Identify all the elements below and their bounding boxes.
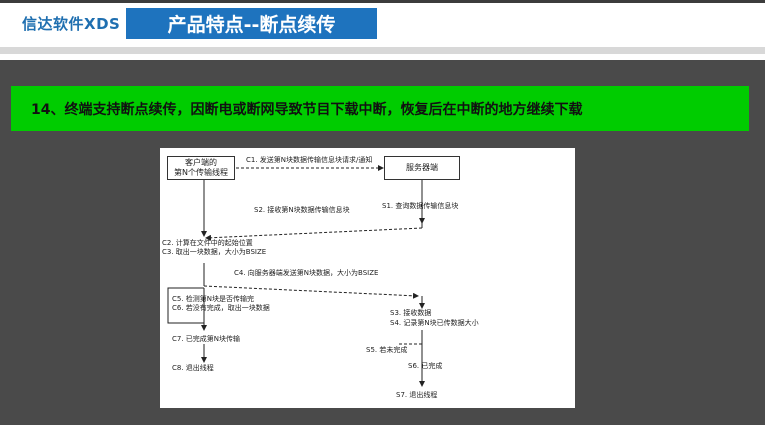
label-s5: S5. 若未完成: [366, 346, 408, 354]
label-s2: S2. 接收第N块数据传输信息块: [254, 206, 350, 214]
resume-transfer-diagram: 客户端的 第N个传输线程 服务器端 C1. 发送第N块数据传输信息块请求/通知 …: [160, 148, 575, 408]
server-box: 服务器端: [384, 156, 460, 180]
slide-title: 产品特点--断点续传: [126, 8, 377, 39]
client-box-line1: 客户端的: [185, 158, 217, 167]
label-s7: S7. 退出线程: [396, 391, 438, 399]
label-c8: C8. 退出线程: [172, 364, 214, 372]
server-box-label: 服务器端: [406, 163, 438, 172]
label-c3: C3. 取出一块数据，大小为BSIZE: [162, 248, 267, 256]
feature-banner: 14、终端支持断点续传，因断电或断网导致节目下载中断，恢复后在中断的地方继续下载: [11, 86, 749, 131]
brand-logo-text: 信达软件XDS: [22, 15, 121, 33]
label-c2: C2. 计算在文件中的起始位置: [162, 239, 253, 247]
client-box-line2: 第N个传输线程: [174, 168, 228, 177]
label-s3: S3. 接收数据: [390, 309, 432, 317]
client-thread-box: 客户端的 第N个传输线程: [167, 156, 235, 180]
label-s1: S1. 查询数据传输信息块: [382, 202, 459, 210]
label-c7: C7. 已完成第N块传输: [172, 335, 241, 343]
header-divider: [0, 47, 765, 54]
feature-banner-text: 14、终端支持断点续传，因断电或断网导致节目下载中断，恢复后在中断的地方继续下载: [31, 101, 583, 118]
label-s4: S4. 记录第N块已传数据大小: [390, 319, 479, 327]
label-c1: C1. 发送第N块数据传输信息块请求/通知: [246, 156, 373, 164]
arrow-c4: [203, 285, 419, 299]
top-border: [0, 0, 765, 3]
label-c5: C5. 检测第N块是否传输完: [172, 295, 255, 303]
diagram-connectors: [167, 165, 425, 387]
label-c6: C6. 若没有完成，取出一块数据: [172, 304, 270, 312]
label-c4: C4. 向服务器端发送第N块数据，大小为BSIZE: [234, 269, 379, 277]
label-s6: S6. 已完成: [408, 362, 443, 370]
arrow-s2: [205, 227, 423, 241]
loop-c5-c6: [167, 287, 204, 324]
